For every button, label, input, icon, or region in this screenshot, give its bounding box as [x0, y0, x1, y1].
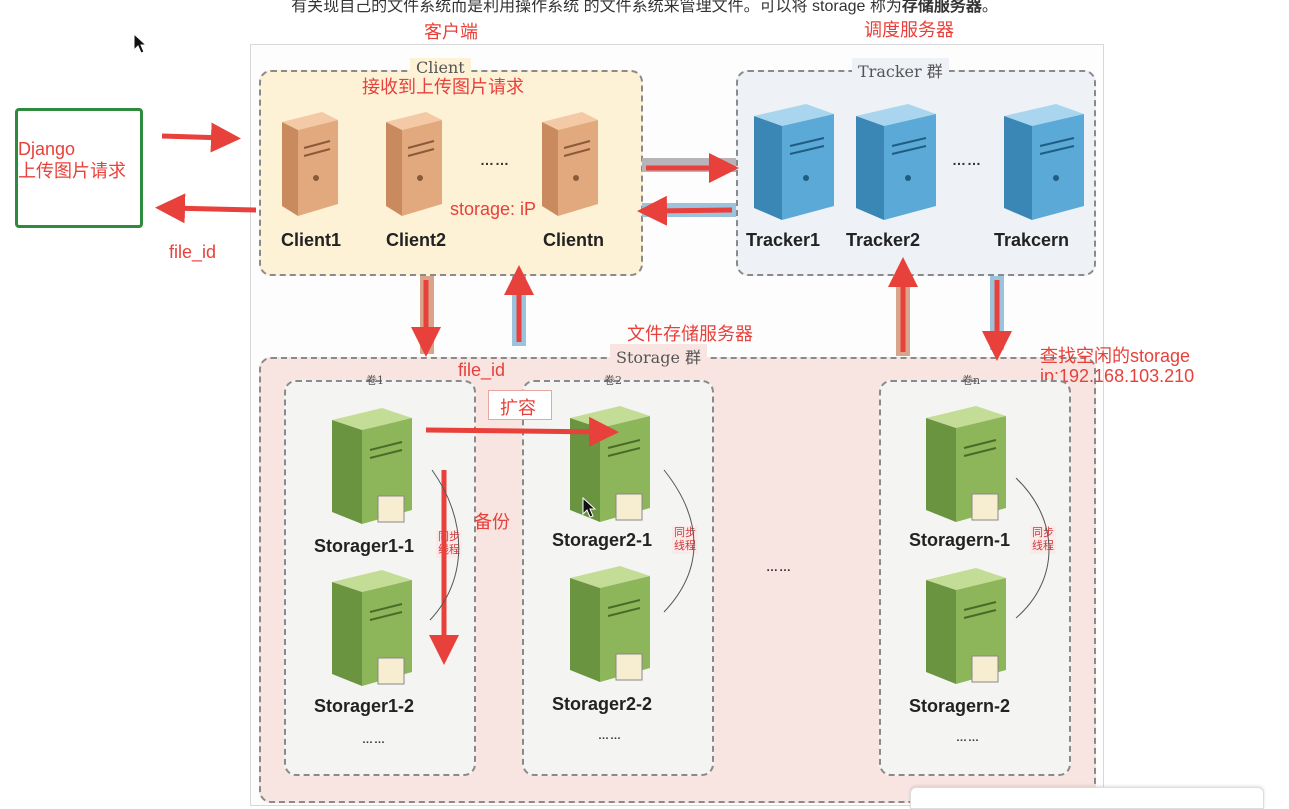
tracker1-server-icon	[754, 104, 834, 220]
tracker1-label: Tracker1	[746, 230, 821, 250]
volume-1-title: 卷1	[366, 374, 384, 387]
volume-n-sync-label: 同步 线程	[1030, 526, 1056, 554]
storager1-2-label: Storager1-2	[314, 696, 415, 716]
tracker-dots: ……	[952, 152, 982, 168]
client2-server-icon	[386, 112, 442, 216]
find-storage-label: 查找空闲的storage	[1040, 346, 1191, 366]
top-sentence: 有关现自己的文件系统而是利用操作系统 的文件系统来管理文件。可以将 storag…	[0, 0, 1289, 16]
storager1-1-server-icon	[332, 408, 412, 524]
volume-n-dots: ……	[956, 732, 980, 744]
cursor-icon	[133, 32, 148, 54]
volume-2-sync-label: 同步 线程	[672, 526, 698, 554]
client1-label: Client1	[281, 230, 342, 250]
volume-n-title: 卷n	[962, 374, 981, 387]
client2-label: Client2	[386, 230, 447, 250]
django-label-line1: Django	[18, 139, 76, 159]
django-box	[15, 108, 143, 228]
volume-2-dots: ……	[598, 730, 622, 742]
cursor-icon-2	[582, 496, 597, 518]
django-label-line2: 上传图片请求	[18, 161, 126, 181]
tracker-group-title: Tracker 群	[852, 58, 949, 82]
file-id-left-label: file_id	[169, 242, 217, 262]
storager1-1-label: Storager1-1	[314, 536, 415, 556]
storage-ip-label: storage: iP	[450, 199, 537, 219]
backup-label: 备份	[474, 512, 510, 532]
storager1-2-server-icon	[332, 570, 412, 686]
expand-label: 扩容	[500, 398, 536, 418]
file-id-mid-label: file_id	[458, 360, 506, 380]
trackern-server-icon	[1004, 104, 1084, 220]
clientn-label: Clientn	[543, 230, 604, 250]
client1-server-icon	[282, 112, 338, 216]
tracker-cn-label: 调度服务器	[864, 20, 954, 40]
client-cn-label: 客户端	[424, 22, 478, 42]
receive-upload-label: 接收到上传图片请求	[362, 77, 524, 97]
top-sentence-bold: 存储服务器	[901, 0, 982, 15]
storage-middle-dots: ……	[766, 560, 792, 574]
top-sentence-suffix: 。	[981, 0, 998, 15]
expand-arrow-icon	[425, 416, 619, 447]
django-label: Django 上传图片请求	[18, 138, 126, 182]
volume-1-dots: ……	[362, 734, 386, 746]
storagern-1-server-icon	[926, 406, 1006, 522]
tracker2-server-icon	[856, 104, 936, 220]
top-sentence-text: 有关现自己的文件系统而是利用操作系统 的文件系统来管理文件。可以将 storag…	[291, 0, 902, 15]
tracker2-label: Tracker2	[846, 230, 921, 250]
expand-box	[488, 390, 552, 420]
storager2-2-label: Storager2-2	[552, 694, 653, 714]
tracker-to-client-arrow-icon	[637, 195, 733, 226]
storagern-2-server-icon	[926, 568, 1006, 684]
bottom-popup-card[interactable]	[910, 787, 1264, 809]
client-dots: ……	[480, 152, 510, 168]
storage-group-title: Storage 群	[610, 344, 708, 368]
client-to-django-arrow-icon	[155, 193, 257, 224]
trackern-label: Trakcern	[994, 230, 1070, 250]
django-to-client-arrow-icon	[161, 122, 241, 153]
volume-2-title: 卷2	[604, 374, 622, 387]
clientn-server-icon	[542, 112, 598, 216]
storage-cn-label: 文件存储服务器	[627, 324, 753, 344]
storagern-2-label: Storagern-2	[909, 696, 1011, 716]
storager2-1-label: Storager2-1	[552, 530, 653, 550]
storage-ip-address-label: ip:192.168.103.210	[1040, 366, 1195, 386]
storagern-1-label: Storagern-1	[909, 530, 1011, 550]
storager2-2-server-icon	[570, 566, 650, 682]
client-group-title: Client	[410, 58, 471, 77]
